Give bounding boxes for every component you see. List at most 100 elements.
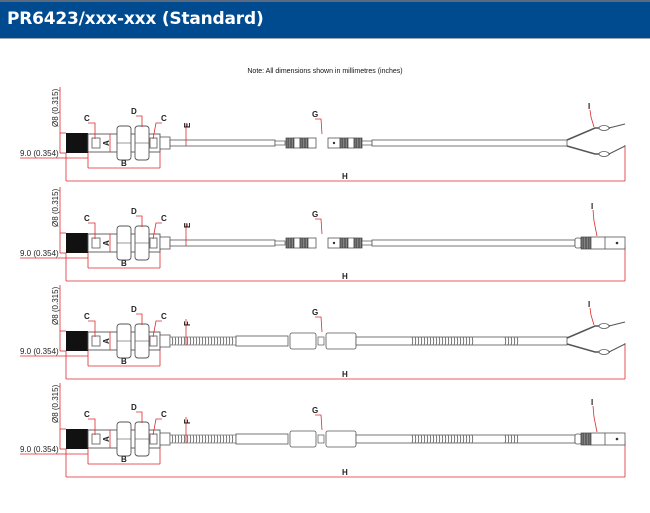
armour-rib [225,336,228,346]
lead-ferrule-1 [598,323,610,329]
h-label: H [342,172,348,181]
armour-rib [174,336,177,346]
armour-ribs-1 [171,336,234,346]
cable-label: E [183,122,192,128]
d-leader [136,215,143,227]
extension-housing-right [325,332,357,350]
cable-gland [159,136,171,150]
armour-tube [235,335,289,347]
g-leader [315,316,323,333]
armour-rib [414,336,417,346]
armour-rib [459,434,462,444]
mating-band [347,137,355,149]
armour-rib [174,434,177,444]
armour-rib [456,434,459,444]
lead-tip-2 [608,343,626,353]
armour-rib [417,434,420,444]
armour-rib [225,434,228,444]
extension-housing-right [325,430,357,448]
armour-rib [420,434,423,444]
c2-leader [152,418,162,436]
armour-rib [462,336,465,346]
cable-label: E [183,222,192,228]
cable-label: F [183,419,192,424]
armour-rib [213,336,216,346]
c1-label: C [84,114,90,123]
extension-housing-left [289,332,317,350]
armour-rib [411,434,414,444]
case-flat-left [91,137,101,149]
armour-rib [510,434,513,444]
c2-leader [152,320,162,338]
armour-rib [459,336,462,346]
end-connector-knurl [580,432,592,446]
header-divider [0,38,650,39]
g-leader [315,414,323,431]
cable-gland [159,334,171,348]
case-flat-right [149,237,158,249]
c2-leader [152,122,162,140]
armour-ribs-2 [411,434,474,444]
armour-rib [186,434,189,444]
housing-joint [317,336,325,346]
armour-rib [192,336,195,346]
g-label: G [312,406,318,415]
armour-rib [216,336,219,346]
c2-label: C [161,410,167,419]
armour-rib [207,336,210,346]
i-leader [589,307,595,326]
armour-ribs-3 [504,434,519,444]
i-label: I [591,398,593,407]
armour-rib [210,336,213,346]
length-label: 9.0 (0.354) [20,149,59,158]
armour-rib [411,336,414,346]
armour-segment-2 [355,434,576,444]
armour-ribs-2 [411,336,474,346]
armour-tube [235,433,289,445]
armour-rib [204,336,207,346]
extension-housing-left [289,430,317,448]
g-leader [315,218,323,235]
connector-sleeve [274,240,286,246]
armour-rib [447,434,450,444]
connector-end [307,137,317,149]
cable-label: F [183,321,192,326]
armour-rib [462,434,465,444]
c1-leader [88,222,96,239]
lead-tip-2 [608,145,626,155]
armour-rib [201,336,204,346]
armour-rib [429,336,432,346]
armour-rib [219,434,222,444]
armour-rib [507,434,510,444]
armour-rib [423,336,426,346]
connector-pin [332,241,336,245]
g-label: G [312,308,318,317]
i-leader [589,109,595,128]
armour-rib [231,336,234,346]
armour-ribs-3 [504,336,519,346]
armour-rib [504,434,507,444]
armour-rib [426,336,429,346]
armour-rib [198,336,201,346]
armour-rib [192,434,195,444]
armour-rib [507,336,510,346]
connector-tail [574,433,582,445]
armour-rib [468,336,471,346]
armour-rib [471,336,474,346]
page-header: PR6423/xxx-xxx (Standard) [0,2,650,38]
armour-rib [231,434,234,444]
a-label: A [102,338,111,344]
b-label: B [121,259,127,268]
connector-sleeve [274,140,286,146]
i-label: I [588,300,590,309]
armour-rib [186,336,189,346]
top-border [0,0,650,2]
armour-rib [513,434,516,444]
armour-rib [468,434,471,444]
connector-pin [332,141,336,145]
lead-ferrule-1 [598,125,610,131]
c2-label: C [161,214,167,223]
h-label: H [342,468,348,477]
